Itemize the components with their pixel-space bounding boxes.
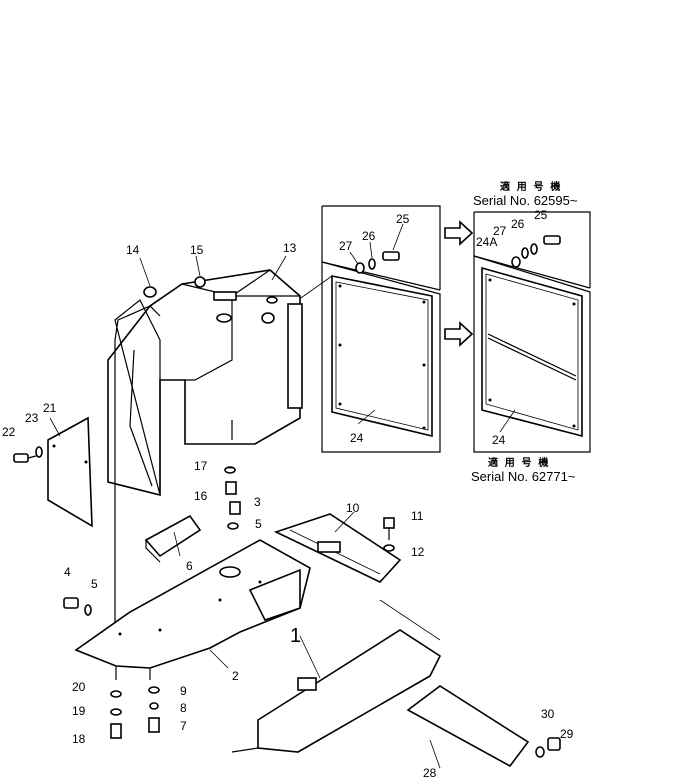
- inset-panel-lower-right: [473, 255, 591, 453]
- cover-21: [47, 416, 93, 528]
- callout-19: 19: [72, 704, 86, 718]
- callout-8: 8: [180, 701, 187, 715]
- bolt-22: [13, 446, 43, 463]
- callout-29: 29: [560, 727, 574, 741]
- callout-9: 9: [180, 684, 187, 698]
- callout-25-left: 25: [396, 212, 410, 226]
- callout-16: 16: [194, 489, 208, 503]
- bolt-7: [148, 686, 160, 733]
- guard-assembly-13: [107, 269, 303, 497]
- callout-25-right: 25: [534, 208, 548, 222]
- callout-21: 21: [43, 401, 57, 415]
- panel-24-left: [297, 275, 433, 438]
- bracket-6: [144, 514, 202, 563]
- bracket-10: [273, 513, 402, 583]
- bolt-4: [63, 597, 92, 616]
- callout-6: 6: [186, 559, 193, 573]
- callout-27-left: 27: [339, 239, 353, 253]
- bolt-29: [535, 737, 561, 758]
- callout-4: 4: [64, 565, 71, 579]
- callout-26-right: 26: [511, 217, 525, 231]
- bolt-3: [227, 501, 241, 530]
- panel-24-right: [481, 266, 583, 438]
- callout-7: 7: [180, 719, 187, 733]
- callout-12: 12: [411, 545, 425, 559]
- callout-28: 28: [423, 766, 437, 780]
- inset-panel-lower-left: [321, 261, 441, 453]
- callout-5-right: 5: [255, 517, 262, 531]
- callout-30: 30: [541, 707, 555, 721]
- arrow-upper: [444, 220, 474, 246]
- callout-24-right: 24: [492, 433, 506, 447]
- cover-28: [406, 685, 530, 768]
- callout-22: 22: [2, 425, 16, 439]
- frame-1: [231, 599, 442, 753]
- arrow-lower: [444, 321, 474, 347]
- bolt-15: [194, 276, 206, 288]
- callout-18: 18: [72, 732, 86, 746]
- bolt-11: [383, 517, 395, 552]
- bolt-14: [143, 286, 157, 298]
- callout-17: 17: [194, 459, 208, 473]
- callout-24-left: 24: [350, 431, 364, 445]
- applicable-serial-label-top: 適 用 号 機: [500, 180, 562, 193]
- callout-5-left: 5: [91, 577, 98, 591]
- base-frame-2: [74, 539, 311, 680]
- callout-24A: 24A: [476, 235, 497, 249]
- callout-20: 20: [72, 680, 86, 694]
- callout-2: 2: [232, 669, 239, 683]
- serial-number-bottom: Serial No. 62771~: [471, 469, 576, 484]
- leader-lines: [49, 223, 516, 769]
- bolt-25-upper-right: [511, 235, 561, 268]
- callout-3: 3: [254, 495, 261, 509]
- callout-1: 1: [290, 625, 301, 647]
- callout-14: 14: [126, 243, 140, 257]
- callout-26-left: 26: [362, 229, 376, 243]
- callout-15: 15: [190, 243, 204, 257]
- callout-10: 10: [346, 501, 360, 515]
- rod: [114, 305, 161, 650]
- callout-23: 23: [25, 411, 39, 425]
- bolt-16: [224, 466, 237, 495]
- applicable-serial-label-bottom: 適 用 号 機: [488, 456, 550, 469]
- callout-11: 11: [411, 509, 424, 523]
- callout-27-right: 27: [493, 224, 507, 238]
- bolt-25-upper-left: [355, 251, 400, 274]
- callout-13: 13: [283, 241, 297, 255]
- bolt-18: [110, 690, 122, 739]
- serial-number-top: Serial No. 62595~: [473, 193, 578, 208]
